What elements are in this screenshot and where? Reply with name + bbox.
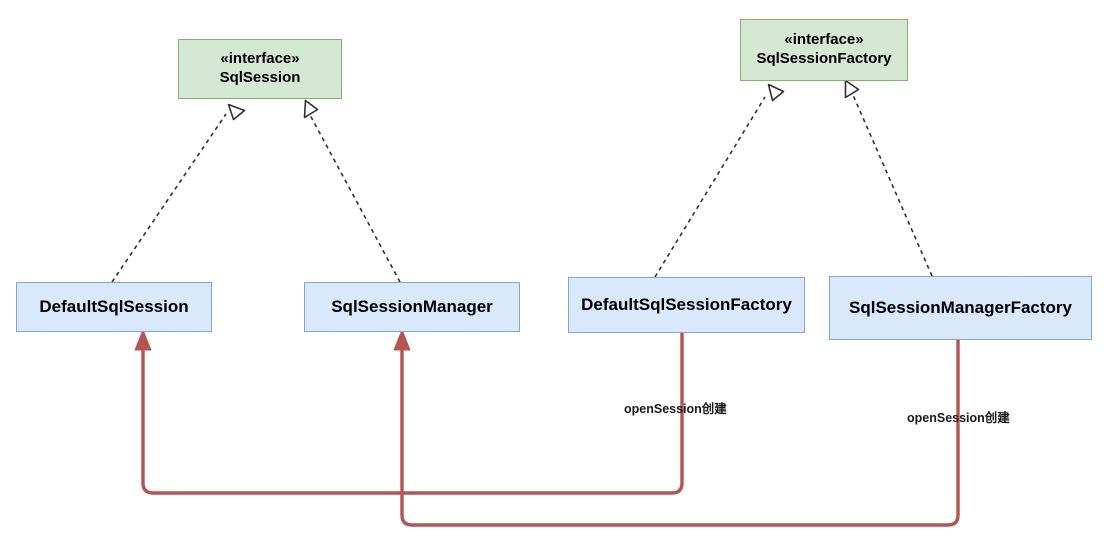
interface-node-sqlsessionfactory[interactable]: «interface» SqlSessionFactory	[740, 19, 908, 81]
creation-edge-label-defaultsqlsessionfactory: openSession创建	[624, 402, 727, 416]
creation-arrowhead-icon	[393, 329, 411, 351]
realization-sqlsessionmanagerfactory-to-sqlsessionfactory	[844, 79, 933, 277]
class-node-sqlsessionmanagerfactory[interactable]: SqlSessionManagerFactory	[829, 276, 1092, 340]
realization-line	[309, 114, 401, 283]
creation-defaultsqlsessionfactory-to-defaultsqlsession	[134, 329, 684, 495]
hollow-triangle-icon	[844, 79, 860, 99]
class-node-sqlsessionmanager[interactable]: SqlSessionManager	[304, 282, 520, 332]
stereotype-label: «interface»	[220, 50, 300, 68]
hollow-triangle-icon	[767, 83, 785, 102]
realization-sqlsessionmanager-to-sqlsession	[303, 99, 401, 283]
creation-edge-label-sqlsessionmanagerfactory: openSession创建	[907, 411, 1010, 425]
hollow-triangle-icon	[227, 103, 246, 121]
class-name-label: DefaultSqlSession	[39, 297, 189, 317]
creation-path	[400, 338, 960, 527]
realization-defaultsqlsession-to-sqlsession	[111, 103, 246, 283]
creation-arrowhead-icon	[134, 329, 152, 351]
class-name-label: SqlSessionManagerFactory	[849, 298, 1072, 318]
creation-sqlsessionmanagerfactory-to-sqlsessionmanager	[393, 329, 960, 527]
realization-line	[654, 96, 766, 278]
class-node-defaultsqlsessionfactory[interactable]: DefaultSqlSessionFactory	[568, 277, 805, 333]
interface-node-sqlsession[interactable]: «interface» SqlSession	[178, 39, 342, 99]
hollow-triangle-icon	[303, 99, 319, 119]
creation-path	[141, 331, 684, 495]
realization-line	[111, 113, 227, 283]
class-node-defaultsqlsession[interactable]: DefaultSqlSession	[16, 282, 212, 332]
realization-line	[852, 94, 933, 277]
realization-defaultsqlsessionfactory-to-sqlsessionfactory	[654, 83, 785, 278]
class-name-label: DefaultSqlSessionFactory	[581, 295, 792, 315]
class-name-label: SqlSessionManager	[331, 297, 493, 317]
interface-name-label: SqlSessionFactory	[756, 50, 892, 67]
interface-name-label: SqlSession	[219, 69, 301, 86]
stereotype-label: «interface»	[784, 31, 864, 49]
